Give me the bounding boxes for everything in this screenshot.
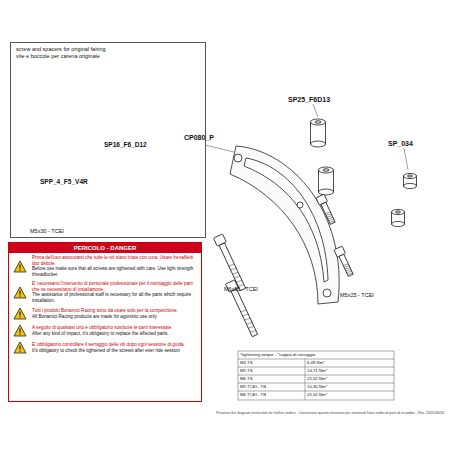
- group-title: screw and spacers for original fairing: [16, 46, 200, 53]
- screw-spec: M6x55 - TCEI: [224, 286, 258, 292]
- parts-group-box: screw and spacers for original fairingvi…: [10, 42, 206, 238]
- spacer: [404, 173, 417, 188]
- table-cell: 25,50 Nm*: [307, 377, 327, 382]
- table-header: *tightening torque - *coppia di serraggi…: [240, 353, 315, 358]
- warning-icon: [13, 307, 27, 320]
- part-code: SP_034: [388, 140, 413, 148]
- warning-header: PERICOLO - DANGER: [9, 243, 201, 253]
- table-cell: M6 TS: [240, 377, 253, 382]
- footer-note: Preserve the diagram instruction for fur…: [8, 412, 444, 416]
- warning-row: E' obbligatorio controllare il serraggio…: [9, 339, 201, 356]
- spacer: [392, 209, 405, 226]
- part-code: SPP_4_F5_V4R: [40, 178, 88, 185]
- warning-text-en: After any kind of impact, it's obligator…: [32, 331, 197, 337]
- warning-text-it: Tutti i prodotti Bonamici Racing sono da…: [32, 308, 197, 314]
- warning-row: A seguito di qualsiasi urto è obbligator…: [9, 322, 201, 339]
- screw: [316, 194, 337, 225]
- screw: [334, 246, 355, 277]
- parts-drawing: [230, 146, 339, 304]
- table-cell: M5 TS: [240, 369, 253, 374]
- warning-text-en: The assistance of professional staff is …: [32, 292, 197, 303]
- warning-row: Prima dell'uso assicurarsi che tutte le …: [9, 253, 201, 279]
- warning-panel: PERICOLO - DANGER Prima dell'uso assicura…: [8, 242, 202, 402]
- warning-text-it: E' obbligatorio controllare il serraggio…: [32, 342, 197, 348]
- warning-row: E' necessario l'intervento di personale …: [9, 279, 201, 305]
- table-cell: 10,30 Nm*: [307, 385, 327, 390]
- group-title: vite e boccole per carena originale: [16, 53, 200, 60]
- warning-text-en: All Bonamici Racing products are made fo…: [32, 314, 197, 320]
- table-cell: M4 TS: [240, 361, 253, 366]
- table-cell: 25,50 Nm*: [307, 393, 327, 398]
- warning-text-it: Prima dell'uso assicurarsi che tutte le …: [32, 255, 197, 266]
- part-code: SP25_F6D13: [288, 96, 330, 104]
- warning-icon: [13, 286, 27, 299]
- screw-spec: M5x30 - TCEI: [30, 228, 64, 234]
- table-cell: M5 TCEI - TB: [240, 385, 266, 390]
- warning-icon: [13, 260, 27, 273]
- part-code: SP16_F6_D12: [104, 141, 147, 148]
- warning-text-en: Before use make sure that all screws are…: [32, 266, 197, 277]
- table-cell: 6,48 Nm*: [307, 361, 325, 366]
- spacer: [319, 167, 334, 195]
- part-code: CP080_P: [184, 134, 214, 142]
- warning-row: Tutti i prodotti Bonamici Racing sono da…: [9, 305, 201, 322]
- table-cell: 14,71 Nm*: [307, 369, 327, 374]
- screw-spec: M5x25 - TCEI: [340, 292, 374, 298]
- spacer: [311, 119, 326, 147]
- warning-text-en: It's obligatory to check the tightened o…: [32, 348, 197, 354]
- screw: [213, 234, 247, 292]
- warning-text-it: E' necessario l'intervento di personale …: [32, 281, 197, 292]
- warning-icon: [13, 324, 27, 337]
- table-grid: [238, 351, 394, 400]
- table-cell: M6 TCEI - TB: [240, 393, 266, 398]
- warning-icon: [13, 341, 27, 354]
- warning-text-it: A seguito di qualsiasi urto è obbligator…: [32, 325, 197, 331]
